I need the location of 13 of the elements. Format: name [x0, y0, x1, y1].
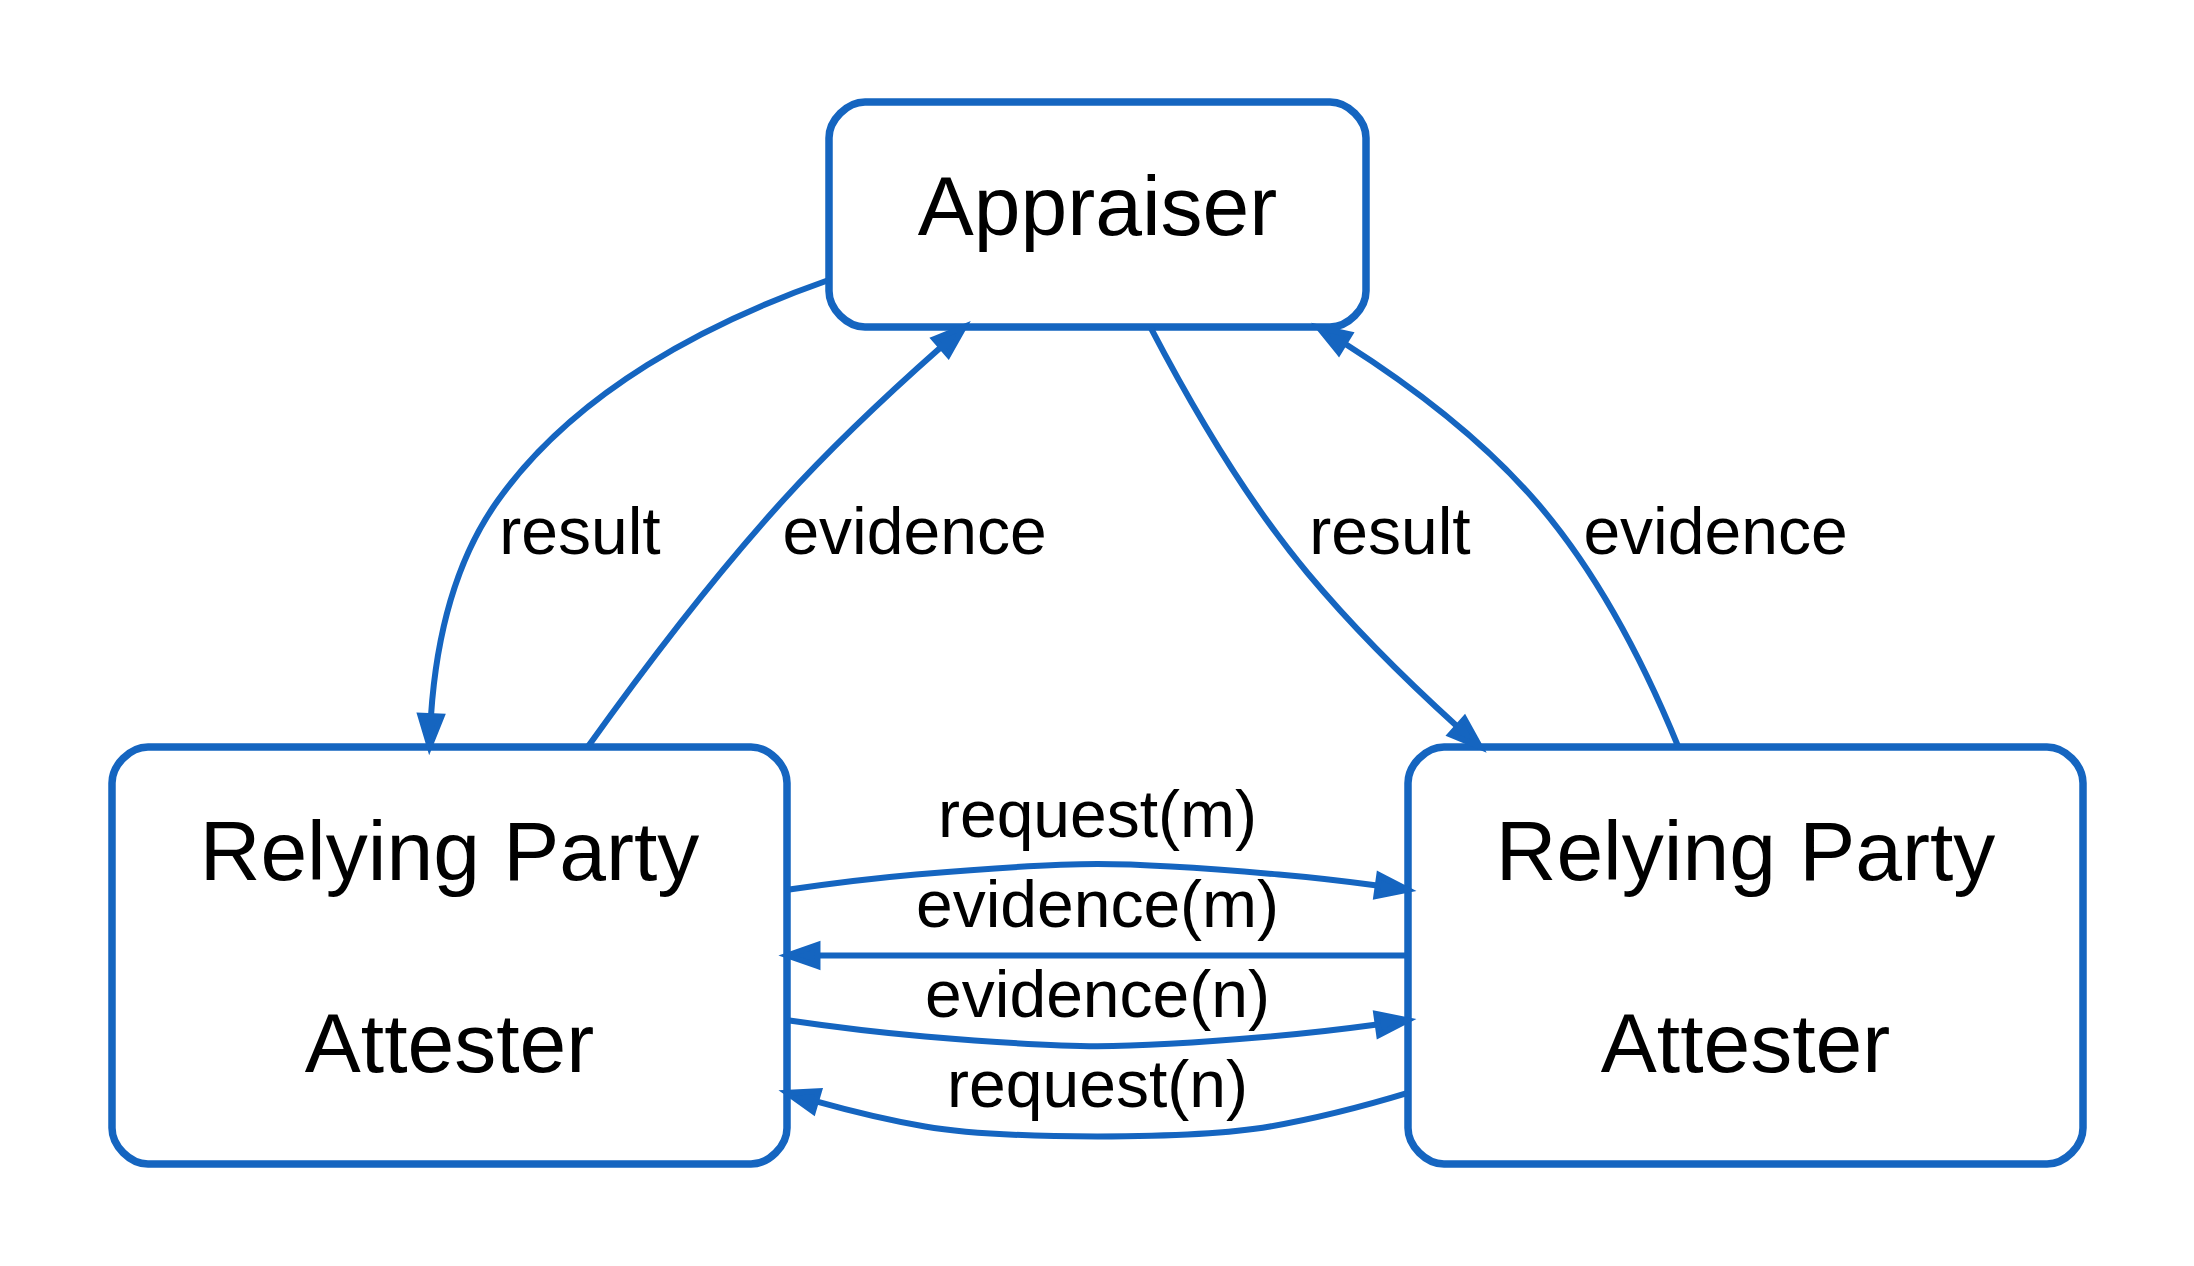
edge-label: request(n): [946, 1047, 1248, 1122]
edge-label: result: [1308, 493, 1471, 568]
edge-label: evidence(n): [924, 957, 1270, 1032]
edge-label: evidence: [781, 493, 1047, 568]
node-box: Appraiser: [824, 98, 1370, 331]
edge-label: evidence: [1582, 493, 1848, 568]
node-box: Relying Party Attester: [107, 743, 791, 1168]
edge-label: evidence(m): [915, 867, 1279, 942]
edge-label: request(m): [937, 777, 1257, 852]
edge-label: result: [498, 493, 661, 568]
node-box: Relying Party Attester: [1403, 743, 2087, 1168]
arrow: [777, 940, 1407, 971]
arrow: [584, 321, 971, 749]
